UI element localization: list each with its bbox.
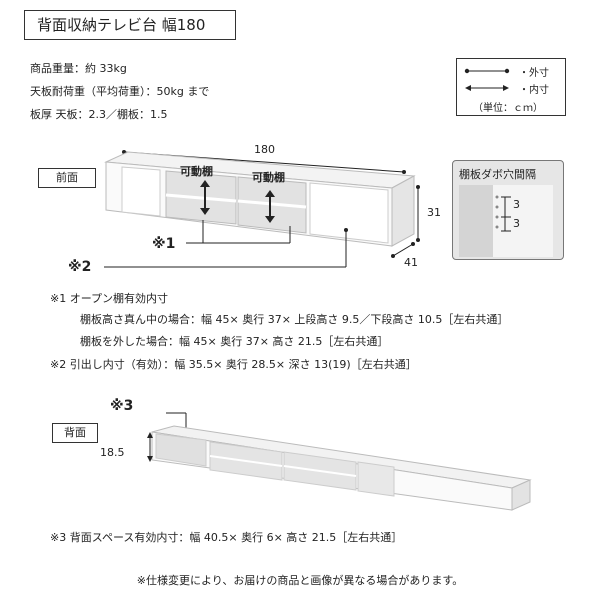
spec-thickness: 板厚 天板：2.3／棚板：1.5 bbox=[30, 108, 168, 121]
shelf-pin-title: 棚板ダボ穴間隔 bbox=[459, 168, 536, 181]
legend-arrows bbox=[464, 68, 510, 91]
back-height-dim: 18.5 bbox=[100, 446, 125, 459]
front-width-dim: 180 bbox=[254, 143, 275, 156]
note-3: ※3 背面スペース有効内寸：幅 40.5× 奥行 6× 高さ 21.5［左右共通… bbox=[50, 531, 403, 544]
front-view-drawing bbox=[104, 150, 420, 268]
shelf-pin-diagram bbox=[493, 185, 553, 257]
front-depth-dim: 41 bbox=[404, 256, 418, 269]
dimension-legend: ・外寸 ・内寸 （単位：ｃｍ） bbox=[456, 58, 566, 116]
note-1-title: ※1 オープン棚有効内寸 bbox=[50, 292, 169, 305]
note-1-line-1: 棚板高さ真ん中の場合：幅 45× 奥行 37× 上段高さ 9.5／下段高さ 10… bbox=[80, 313, 509, 326]
shelf-gap-2: 3 bbox=[513, 217, 520, 230]
back-label: 背面 bbox=[52, 423, 98, 443]
shelf-label-left: 可動棚 bbox=[180, 165, 213, 178]
spec-weight: 商品重量：約 33kg bbox=[30, 62, 127, 75]
legend-unit: （単位：ｃｍ） bbox=[473, 103, 543, 114]
spec-load: 天板耐荷重（平均荷重）：50kg まで bbox=[30, 85, 210, 98]
note-2: ※2 引出し内寸（有効）：幅 35.5× 奥行 28.5× 深さ 13(19)［… bbox=[50, 358, 417, 371]
legend-outer: ・外寸 bbox=[519, 68, 549, 79]
shelf-label-right: 可動棚 bbox=[252, 171, 285, 184]
mark-3: ※3 bbox=[110, 398, 134, 414]
shelf-gap-1: 3 bbox=[513, 198, 520, 211]
mark-1: ※1 bbox=[152, 236, 176, 252]
note-1-line-2: 棚板を外した場合：幅 45× 奥行 37× 高さ 21.5［左右共通］ bbox=[80, 335, 389, 348]
shelf-panel-edge bbox=[459, 185, 495, 257]
disclaimer: ※仕様変更により、お届けの商品と画像が異なる場合があります。 bbox=[136, 574, 464, 587]
page-title: 背面収納テレビ台 幅180 bbox=[24, 10, 236, 40]
back-view-drawing bbox=[147, 412, 532, 511]
shelf-pin-detail: 棚板ダボ穴間隔 3 3 bbox=[452, 160, 564, 260]
legend-inner: ・内寸 bbox=[519, 85, 549, 96]
front-label: 前面 bbox=[38, 168, 96, 188]
front-height-dim: 31 bbox=[427, 206, 441, 219]
mark-2: ※2 bbox=[68, 259, 92, 275]
